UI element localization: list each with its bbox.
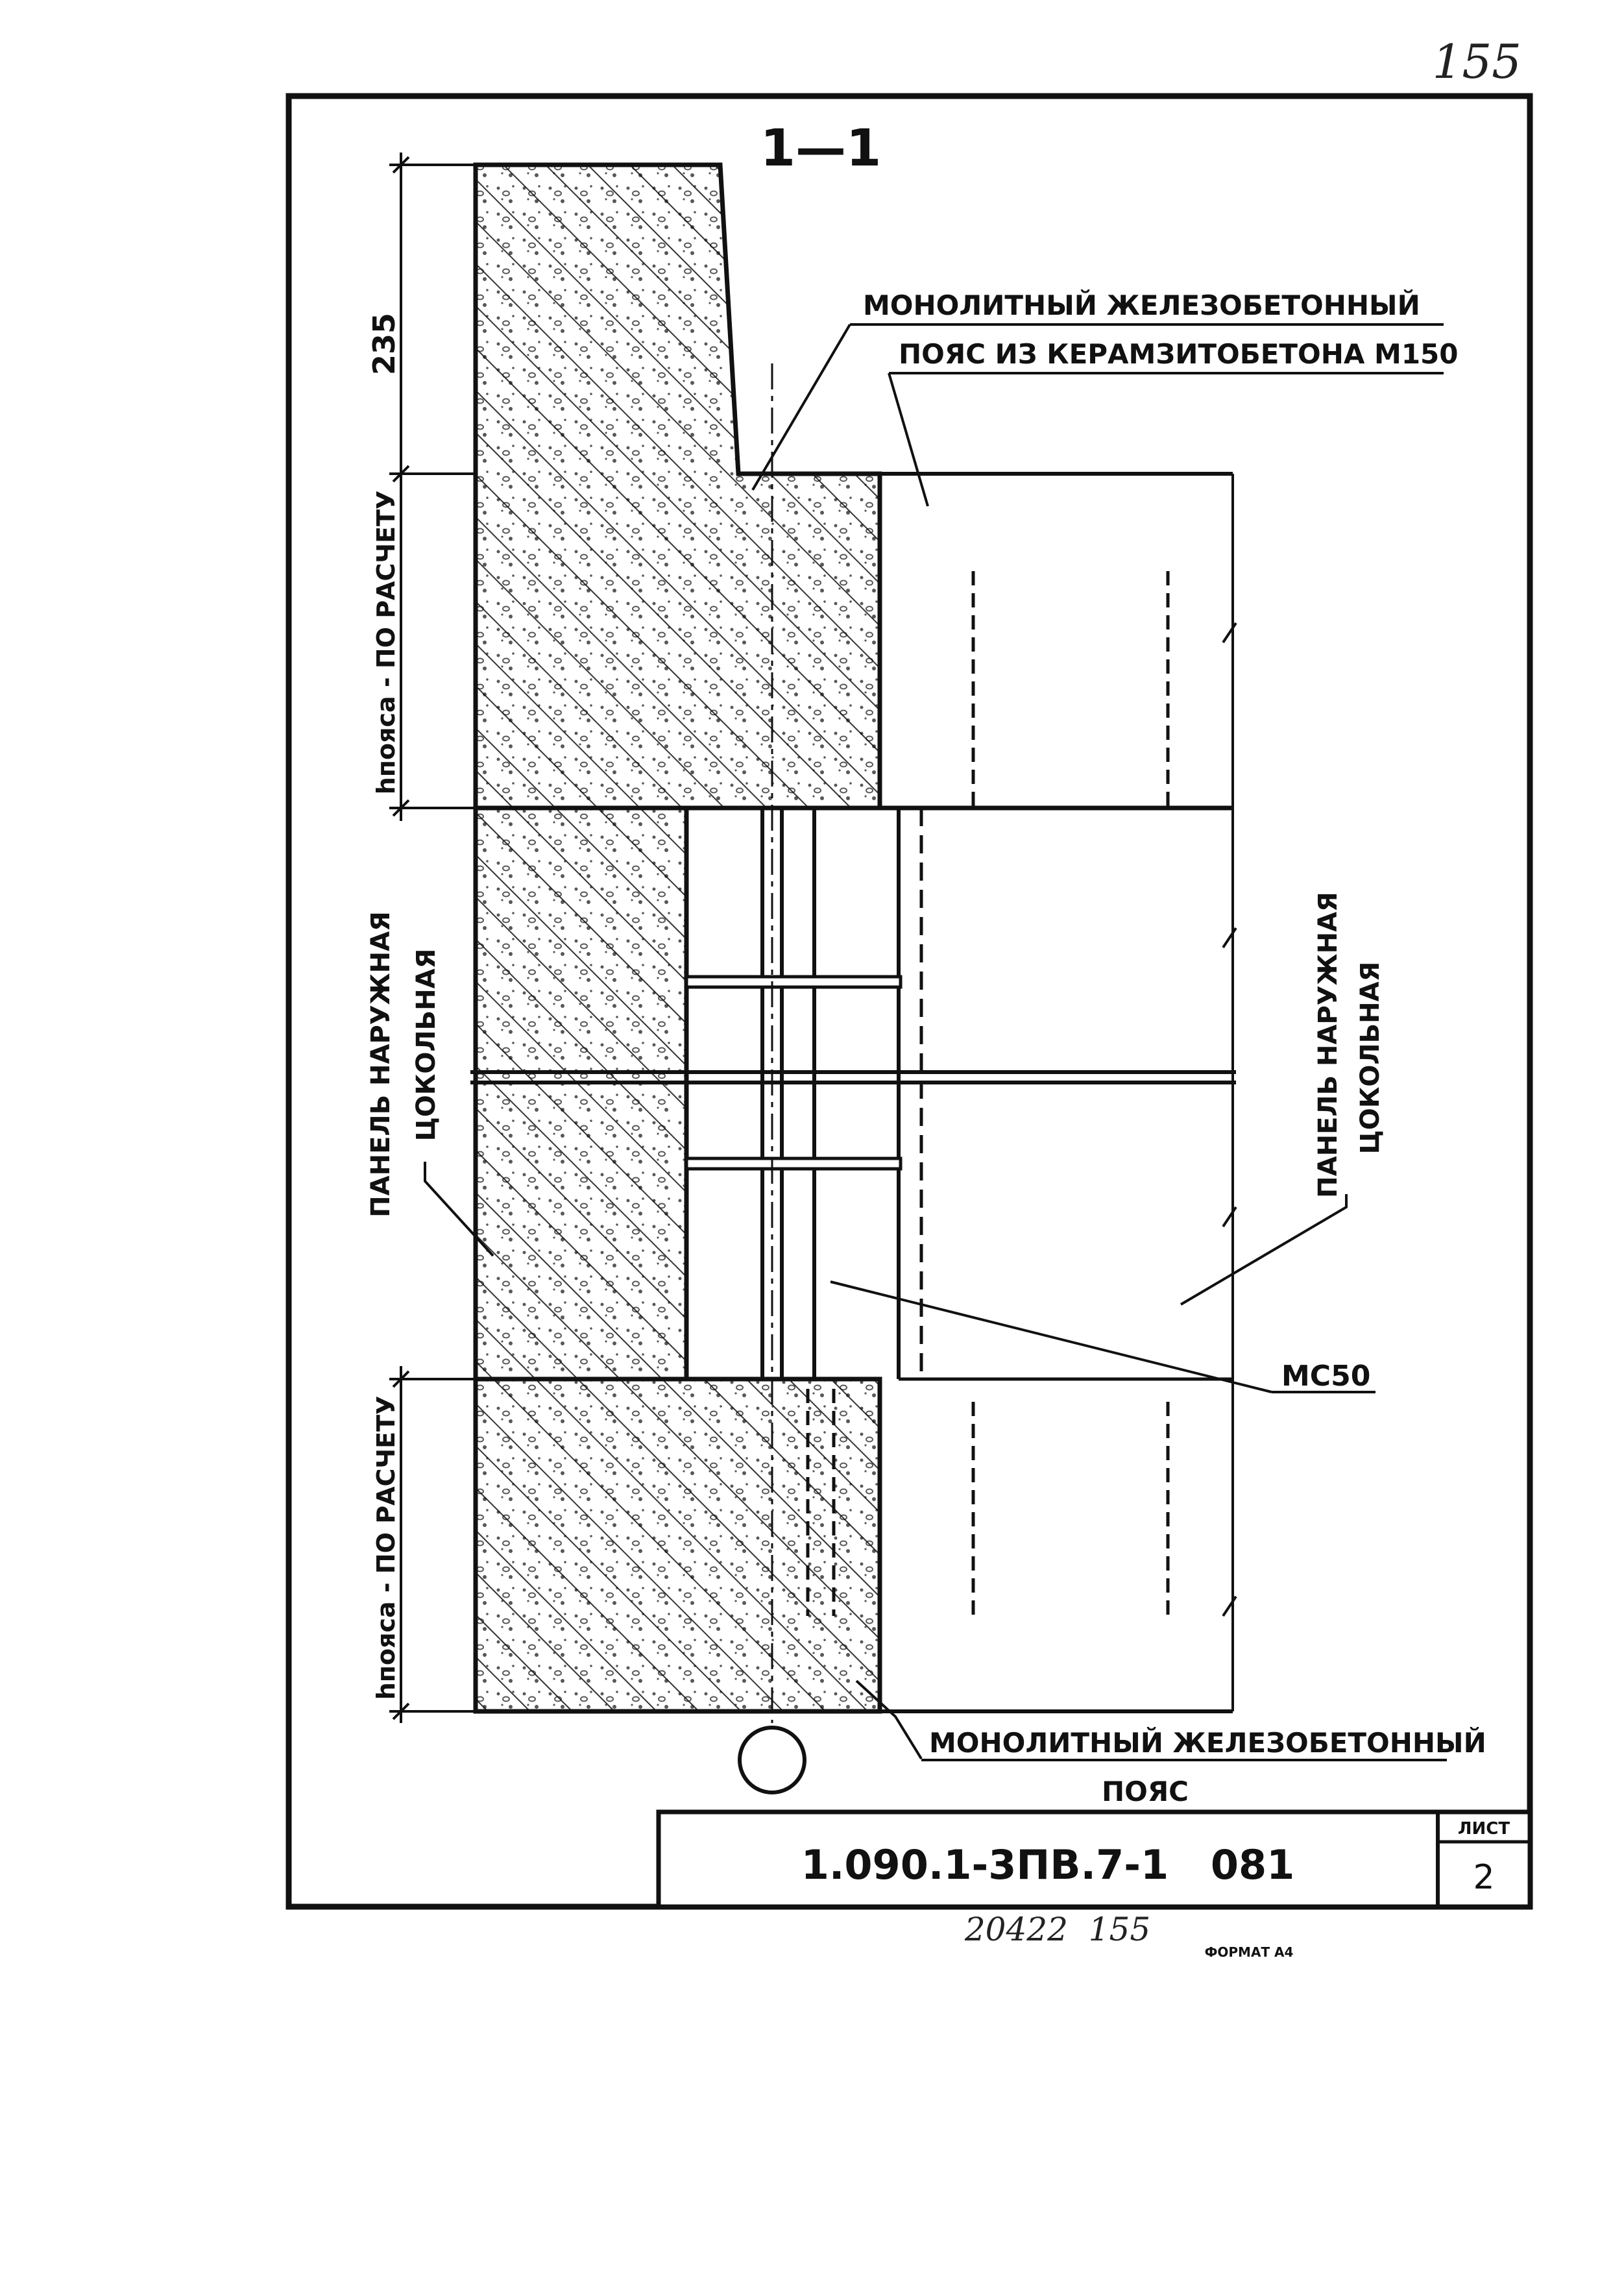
dimension-top: 235 xyxy=(367,313,402,375)
label-panel-left-line1: ПАНЕЛЬ НАРУЖНАЯ xyxy=(366,911,396,1217)
upper-belt xyxy=(473,162,882,811)
label-panel-right-line1: ПАНЕЛЬ НАРУЖНАЯ xyxy=(1313,892,1343,1198)
joint-reinforcement xyxy=(470,808,1236,1379)
below-frame-number: 20422 155 xyxy=(964,1911,1150,1948)
format-label: ФОРМАТ А4 xyxy=(1205,1944,1294,1960)
label-belt-top-line1: МОНОЛИТНЫЙ ЖЕЛЕЗОБЕТОННЫЙ xyxy=(863,289,1420,321)
label-belt-bottom-line2: ПОЯС xyxy=(1102,1776,1189,1807)
label-weld-element: МС50 xyxy=(1281,1360,1370,1393)
label-panel-left-line2: ЦОКОЛЬНАЯ xyxy=(411,949,441,1142)
upper-slab xyxy=(880,472,1237,1382)
label-belt-top-line2: ПОЯС ИЗ КЕРАМЗИТОБЕТОНА М150 xyxy=(899,338,1459,370)
leader-belt-top xyxy=(751,323,851,491)
dimension-lines xyxy=(389,153,476,1723)
dimension-belt-lower: hпояса - ПО РАСЧЕТУ xyxy=(372,1396,400,1700)
leader-panel-left xyxy=(424,1162,494,1257)
lower-slab xyxy=(880,1379,1237,1713)
sheet-corner-number: 155 xyxy=(1433,34,1521,89)
leader-panel-right xyxy=(1180,1194,1348,1306)
dimension-belt-upper: hпояса - ПО РАСЧЕТУ xyxy=(372,491,400,795)
title-block-code: 1.090.1-3ПВ.7-1 081 xyxy=(801,1841,1295,1889)
section-title: 1—1 xyxy=(760,119,882,178)
leader-belt-bottom xyxy=(855,1680,923,1760)
axis-bubble xyxy=(738,1726,806,1794)
plinth-panel-left xyxy=(473,805,689,1382)
title-block xyxy=(656,1809,1533,1909)
leader-belt-top-2 xyxy=(888,373,929,507)
label-belt-bottom-line1: МОНОЛИТНЫЙ ЖЕЛЕЗОБЕТОННЫЙ xyxy=(929,1726,1486,1759)
plinth-panel-right xyxy=(899,927,1237,1381)
title-block-sheet-label: ЛИСТ xyxy=(1458,1819,1510,1839)
lower-belt xyxy=(473,1376,882,1714)
title-block-sheet-number: 2 xyxy=(1473,1858,1494,1897)
label-panel-right-line2: ЦОКОЛЬНАЯ xyxy=(1355,962,1385,1155)
